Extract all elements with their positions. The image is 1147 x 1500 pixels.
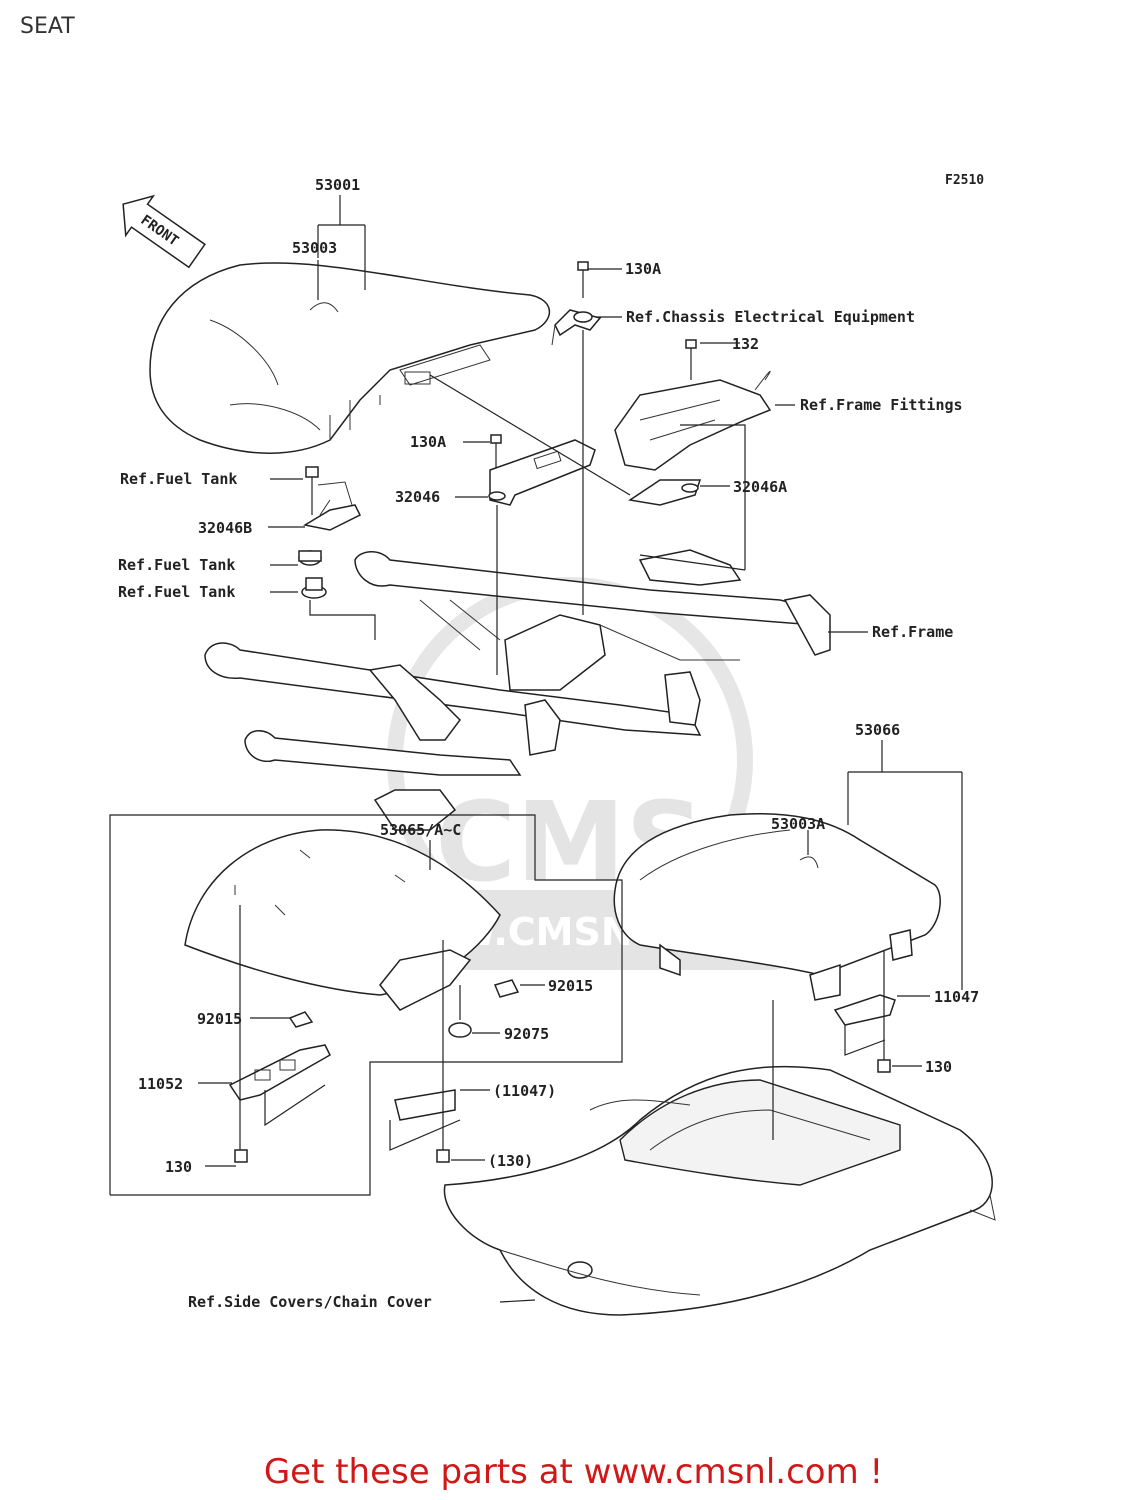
- promo-link-text[interactable]: Get these parts at www.cmsnl.com !: [263, 1452, 884, 1492]
- callout-53003a: 53003A: [771, 815, 825, 833]
- bracket-32046: [488, 439, 596, 506]
- callout-ref-frame-fittings: Ref.Frame Fittings: [800, 396, 963, 414]
- bolt-130a-mid: [490, 434, 502, 470]
- figure-code: F2510: [945, 173, 984, 188]
- callout-ref-side-covers: Ref.Side Covers/Chain Cover: [188, 1293, 432, 1311]
- chassis-bracket: [551, 309, 602, 346]
- callout-11047-paren: (11047): [493, 1082, 556, 1100]
- page-title: SEAT: [20, 14, 75, 39]
- callout-130-right: 130: [925, 1058, 952, 1076]
- callout-92075: 92075: [504, 1025, 549, 1043]
- bracket-11047: [833, 950, 896, 1073]
- seat-cowl-group: [109, 814, 623, 1196]
- callout-53003: 53003: [292, 239, 337, 257]
- bolt-130a-top: [577, 261, 589, 298]
- callout-ref-fuel-tank-1: Ref.Fuel Tank: [120, 470, 237, 488]
- callout-ref-frame: Ref.Frame: [872, 623, 953, 641]
- rubber-damper: [298, 550, 322, 566]
- exploded-parts-diagram: CMS WWW.CMSNL.COM FRONT F2510: [109, 173, 996, 1316]
- pillion-seat: [613, 812, 941, 1001]
- callout-130a-top: 130A: [625, 260, 661, 278]
- callout-32046a: 32046A: [733, 478, 787, 496]
- callout-53065: 53065/A~C: [380, 821, 461, 839]
- bolt-132: [685, 339, 697, 380]
- callout-53001: 53001: [315, 176, 360, 194]
- callout-130-left: 130: [165, 1158, 192, 1176]
- callout-32046b: 32046B: [198, 519, 252, 537]
- callout-92015-right: 92015: [548, 977, 593, 995]
- callout-132: 132: [732, 335, 759, 353]
- callout-11052: 11052: [138, 1075, 183, 1093]
- front-arrow: FRONT: [122, 194, 206, 269]
- callout-ref-chassis-electrical: Ref.Chassis Electrical Equipment: [626, 308, 915, 326]
- rider-seat: [149, 262, 551, 454]
- callout-labels: 53001 53003 130A Ref.Chassis Electrical …: [118, 176, 979, 1311]
- rubber-grommet: [301, 577, 327, 599]
- callout-92015-left: 92015: [197, 1010, 242, 1028]
- callout-130-paren: (130): [488, 1152, 533, 1170]
- leader-lines: [198, 195, 963, 1303]
- tail-cowl: [443, 1000, 996, 1316]
- callout-ref-fuel-tank-3: Ref.Fuel Tank: [118, 583, 235, 601]
- clamp-32046b: [302, 466, 362, 531]
- callout-32046: 32046: [395, 488, 440, 506]
- callout-11047: 11047: [934, 988, 979, 1006]
- callout-ref-fuel-tank-2: Ref.Fuel Tank: [118, 556, 235, 574]
- callout-53066: 53066: [855, 721, 900, 739]
- callout-130a-mid: 130A: [410, 433, 446, 451]
- rear-frame: [204, 549, 831, 831]
